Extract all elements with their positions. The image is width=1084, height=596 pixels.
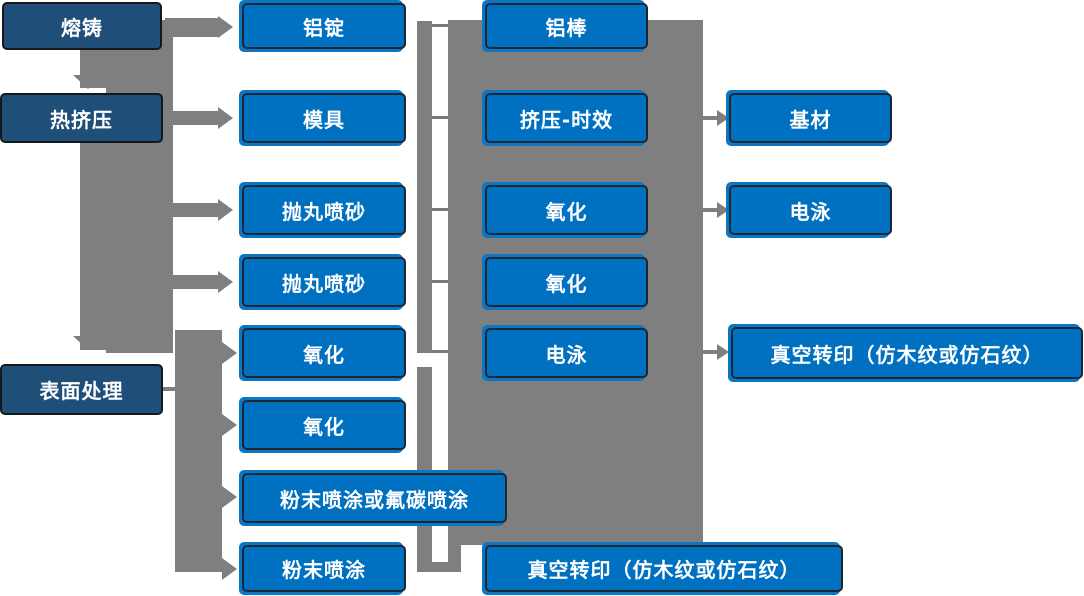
arrowhead-right-icon <box>218 107 233 129</box>
arrowhead-right-icon <box>717 344 729 360</box>
connector-tie-line <box>432 24 448 27</box>
arrowhead-right-icon <box>222 558 237 580</box>
arrowhead-right-icon <box>222 486 237 508</box>
node-powder-coating: 粉末喷涂 <box>242 545 406 592</box>
node-melting-casting: 熔铸 <box>2 2 162 50</box>
node-shot-blasting-2: 抛丸喷砂 <box>242 257 406 307</box>
arrowhead-right-icon <box>222 414 237 436</box>
arrowhead-right-icon <box>218 271 233 293</box>
node-base-material: 基材 <box>729 93 892 143</box>
connector-arm-aluminum-ingot <box>165 18 218 37</box>
connector-mid-bar-lower <box>417 367 432 572</box>
connector-arm-shot-blast-1 <box>173 203 218 217</box>
connector-arm-mold <box>173 111 218 125</box>
arrowhead-right-icon <box>717 202 729 218</box>
connector-bottom-elbow <box>432 562 461 572</box>
node-surface-treatment: 表面处理 <box>0 364 163 415</box>
node-aluminum-ingot: 铝锭 <box>242 3 406 49</box>
connector-left-lower-bar <box>175 330 222 572</box>
connector-tie-line <box>432 208 448 211</box>
node-aluminum-rod: 铝棒 <box>485 3 648 49</box>
node-powder-or-fluorocarbon: 粉末喷涂或氟碳喷涂 <box>242 473 507 523</box>
node-oxidation-4: 氧化 <box>485 257 648 307</box>
node-shot-blasting-1: 抛丸喷砂 <box>242 185 406 235</box>
node-vacuum-transfer-right: 真空转印（仿木纹或仿石纹） <box>731 327 1083 379</box>
arrowhead-right-icon <box>218 199 233 221</box>
node-mold: 模具 <box>242 93 406 143</box>
arrowhead-right-icon <box>222 342 237 364</box>
node-vacuum-transfer-bottom: 真空转印（仿木纹或仿石纹） <box>485 545 843 592</box>
connector-tie-line <box>432 280 448 283</box>
node-extrusion-aging: 挤压-时效 <box>485 93 648 143</box>
connector-arm-shot-blast-2 <box>173 275 218 289</box>
connector-arm-base-material <box>703 116 718 120</box>
node-oxidation-2: 氧化 <box>242 400 406 450</box>
arrowhead-down-icon <box>73 75 103 89</box>
connector-surface-treatment-stub <box>162 387 177 391</box>
connector-tie-line <box>432 116 448 119</box>
connector-arm-electrophoresis <box>703 208 718 212</box>
arrowhead-down-icon <box>73 336 103 350</box>
arrowhead-right-icon <box>717 110 729 126</box>
connector-tie-line <box>432 350 448 353</box>
node-oxidation-1: 氧化 <box>242 328 406 378</box>
connector-mid-bar-upper <box>417 21 432 353</box>
node-electrophoresis-2: 电泳 <box>729 185 892 235</box>
connector-notch <box>72 88 106 93</box>
node-oxidation-3: 氧化 <box>485 185 648 235</box>
arrowhead-right-icon <box>218 16 233 38</box>
node-hot-extrusion: 热挤压 <box>0 93 163 143</box>
connector-left-main-bar <box>80 20 173 353</box>
connector-notch <box>72 350 106 364</box>
connector-arm-vacuum-transfer <box>703 350 718 354</box>
node-electrophoresis-1: 电泳 <box>485 328 648 378</box>
